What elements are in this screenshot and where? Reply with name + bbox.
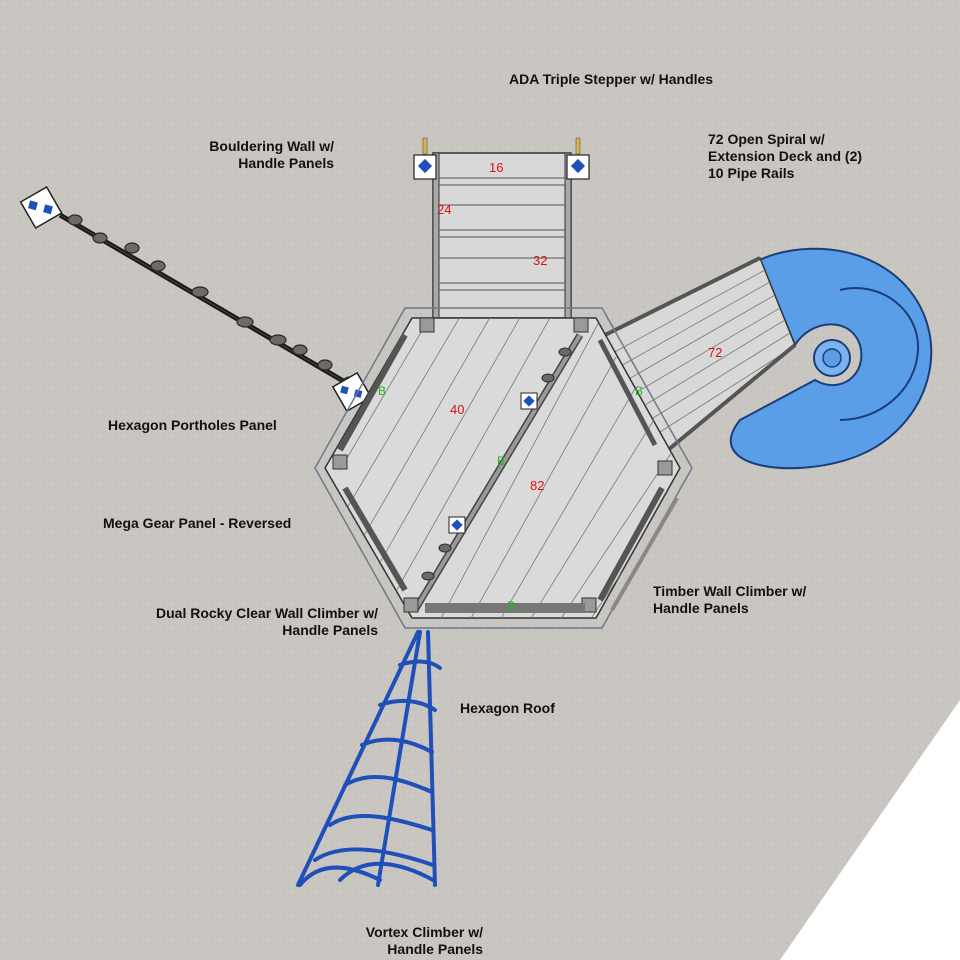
divider-handle-bottom	[448, 516, 466, 534]
marker-b-left: B	[378, 384, 386, 398]
label-open-spiral: 72 Open Spiral w/ Extension Deck and (2)…	[708, 131, 863, 181]
height-label-40: 40	[450, 402, 464, 417]
stepper-handle-left	[413, 137, 437, 180]
label-mega-gear-panel: Mega Gear Panel - Reversed	[103, 515, 292, 531]
handle-panel-top	[19, 185, 63, 230]
height-label-24: 24	[437, 202, 451, 217]
marker-b-right: B	[635, 384, 643, 398]
height-label-32: 32	[533, 253, 547, 268]
handle-panel-bottom	[331, 371, 373, 413]
label-timber-wall-climber: Timber Wall Climber w/ Handle Panels	[653, 583, 807, 616]
vortex-climber	[296, 630, 442, 887]
label-dual-rocky-climber: Dual Rocky Clear Wall Climber w/ Handle …	[156, 605, 378, 638]
label-hexagon-roof: Hexagon Roof	[460, 700, 555, 716]
label-ada-triple-stepper: ADA Triple Stepper w/ Handles	[509, 71, 714, 87]
label-bouldering-wall: Bouldering Wall w/ Handle Panels	[209, 138, 334, 171]
divider-handle-top	[520, 392, 538, 410]
ada-triple-stepper	[413, 137, 590, 319]
stepper-handle-right	[566, 137, 590, 180]
height-label-72: 72	[708, 345, 722, 360]
bouldering-holds	[67, 214, 358, 388]
label-vortex-climber: Vortex Climber w/ Handle Panels	[365, 924, 483, 957]
label-hexagon-portholes: Hexagon Portholes Panel	[108, 417, 277, 433]
bouldering-wall	[19, 185, 373, 413]
marker-b-center: B	[497, 454, 505, 468]
hexagon-deck	[314, 307, 693, 629]
height-label-82: 82	[530, 478, 544, 493]
height-label-16: 16	[489, 160, 503, 175]
marker-b-bottom: B	[507, 599, 515, 613]
open-spiral-slide	[730, 247, 933, 470]
